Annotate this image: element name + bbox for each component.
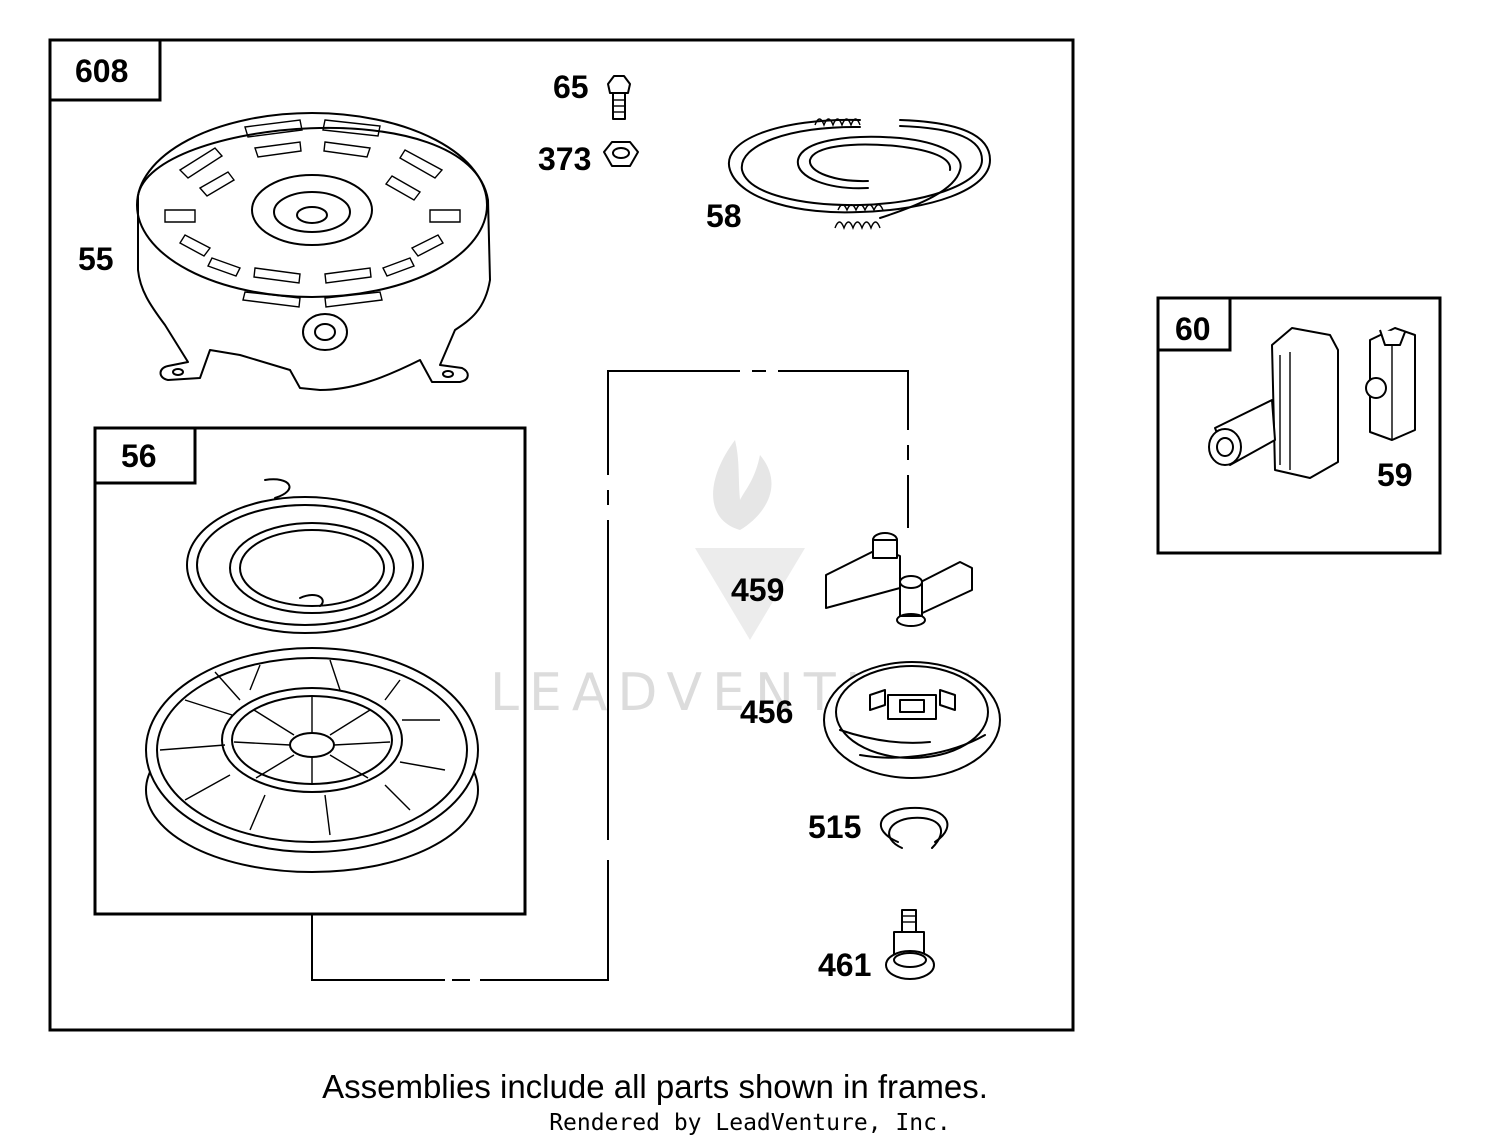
retaining-ring	[879, 806, 949, 849]
part-456-label: 456	[740, 694, 793, 730]
frame-56-label: 56	[121, 438, 157, 474]
handle-insert	[1365, 327, 1416, 441]
frame-608-label: 608	[75, 53, 128, 89]
starter-rope	[727, 118, 991, 230]
frame-56: 56	[93, 426, 527, 916]
part-59-label: 59	[1377, 457, 1413, 493]
center-pin	[885, 909, 935, 980]
part-55-label: 55	[78, 241, 114, 277]
frame-608: 608	[48, 38, 1075, 1032]
blower-housing	[136, 112, 491, 391]
nut	[603, 141, 639, 167]
frame-60: 60	[1156, 296, 1442, 555]
recoil-spring	[186, 478, 424, 634]
part-459-label: 459	[731, 572, 784, 608]
part-58-label: 58	[706, 198, 742, 234]
frame-60-label: 60	[1175, 311, 1211, 347]
pulley	[145, 647, 479, 873]
connector-line	[311, 370, 909, 981]
footer-caption: Assemblies include all parts shown in fr…	[322, 1068, 988, 1105]
retainer	[823, 661, 1001, 779]
part-373-label: 373	[538, 141, 591, 177]
starter-handle	[1208, 327, 1339, 479]
part-461-label: 461	[818, 947, 871, 983]
part-65-label: 65	[553, 69, 589, 105]
screw	[607, 75, 631, 120]
footer-credit: Rendered by LeadVenture, Inc.	[549, 1110, 951, 1136]
part-515-label: 515	[808, 809, 861, 845]
starter-dogs	[825, 532, 973, 627]
